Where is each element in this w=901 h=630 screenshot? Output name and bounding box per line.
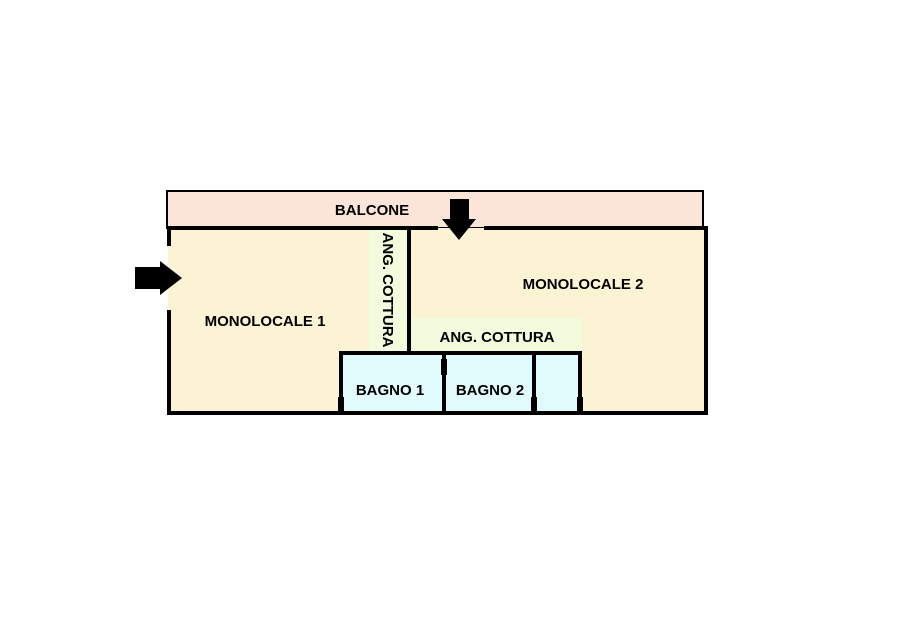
- kitchenette-horizontal-area: [410, 318, 582, 352]
- bathroom-1-area: [342, 354, 443, 412]
- kitchenette-horizontal-label: ANG. COTTURA: [440, 329, 555, 346]
- bathroom-annex-area: [536, 354, 579, 412]
- arrow-right-icon: [135, 261, 182, 295]
- studio-2-label: MONOLOCALE 2: [523, 276, 644, 293]
- bathroom-1-label: BAGNO 1: [356, 382, 424, 399]
- arrow-down-icon: [442, 199, 476, 240]
- walls: [167, 226, 708, 415]
- balcony-area: [166, 190, 704, 229]
- kitchenette-vertical-label: ANG. COTTURA: [379, 233, 396, 348]
- studio-1-label: MONOLOCALE 1: [205, 313, 326, 330]
- bathroom-2-area: [446, 354, 533, 412]
- bathroom-2-label: BAGNO 2: [456, 382, 524, 399]
- balcony-label: BALCONE: [335, 202, 409, 219]
- kitchenette-vertical-area: [369, 230, 407, 352]
